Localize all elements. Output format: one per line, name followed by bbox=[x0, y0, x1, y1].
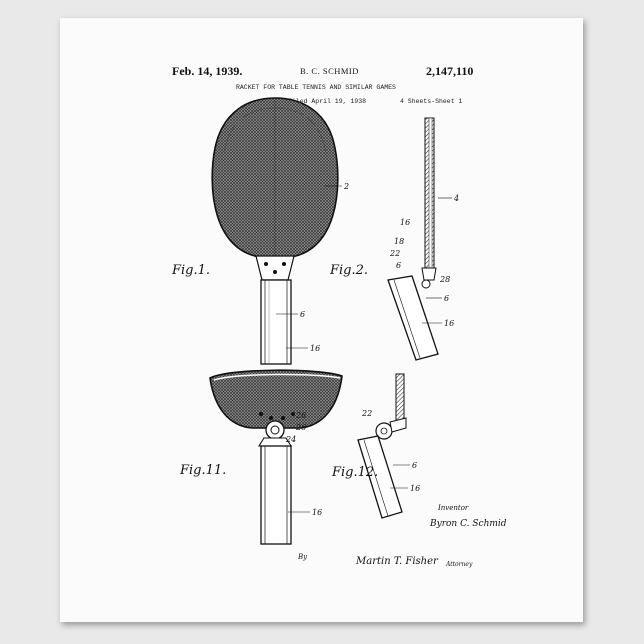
ref-numeral-6: 6 bbox=[412, 461, 417, 470]
ref-numeral-16: 16 bbox=[410, 484, 420, 493]
ref-numeral-22: 22 bbox=[361, 409, 372, 418]
ref-numeral-16: 16 bbox=[400, 218, 410, 227]
inventor-caption: Inventor bbox=[437, 504, 469, 512]
fig1-racket-front bbox=[212, 98, 342, 364]
ref-numeral-6: 6 bbox=[300, 310, 305, 319]
ref-numeral-6: 6 bbox=[444, 294, 449, 303]
fig11-racket-folded bbox=[210, 370, 342, 544]
by-caption: By bbox=[297, 553, 308, 561]
ref-numeral-16: 16 bbox=[310, 344, 320, 353]
fig2-label: Fig.2. bbox=[329, 263, 368, 278]
ref-numeral-4: 4 bbox=[453, 194, 459, 203]
ref-numeral-28: 28 bbox=[439, 275, 450, 284]
fig11-label: Fig.11. bbox=[179, 463, 226, 478]
ref-numeral-18: 18 bbox=[394, 237, 404, 246]
ref-numeral-16: 16 bbox=[312, 508, 322, 517]
attorney-caption: Attorney bbox=[445, 561, 473, 568]
fig12-label: Fig.12. bbox=[331, 465, 378, 480]
ref-numeral-2: 2 bbox=[343, 182, 349, 191]
ref-numeral-26: 26 bbox=[295, 423, 306, 432]
inventor-signature: Byron C. Schmid bbox=[429, 519, 507, 529]
ref-numeral-24: 24 bbox=[285, 435, 296, 444]
patent-drawing: Fig.1. Fig.2. Fig.11. Fig.12. 2 4 6 16 1… bbox=[60, 18, 583, 622]
ref-numeral-16: 16 bbox=[444, 319, 454, 328]
attorney-signature: Martin T. Fisher bbox=[355, 556, 439, 567]
ref-numeral-6: 6 bbox=[396, 261, 401, 270]
fig12-racket-folded-side bbox=[358, 374, 410, 518]
ref-numeral-22: 22 bbox=[389, 249, 400, 258]
patent-poster: Feb. 14, 1939. B. C. SCHMID 2,147,110 RA… bbox=[60, 18, 583, 622]
ref-numeral-26: 26 bbox=[295, 411, 306, 420]
fig1-label: Fig.1. bbox=[171, 263, 210, 278]
